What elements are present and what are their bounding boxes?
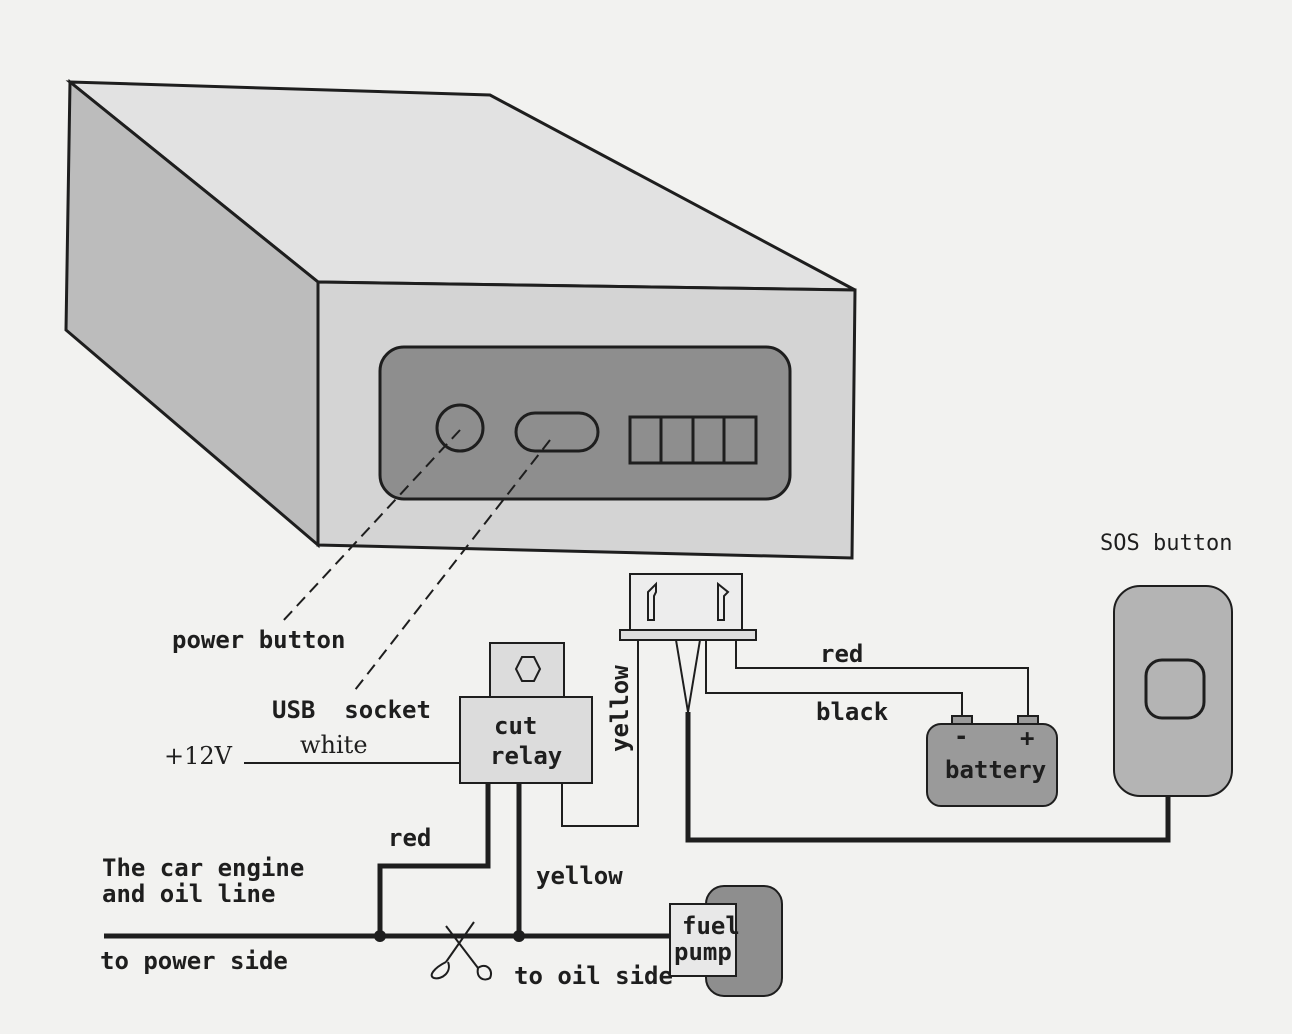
relay-label-cut: cut [494,712,537,740]
white-wire-label: white [300,731,368,759]
black-wire-label: black [816,698,889,726]
battery: - + battery [926,715,1058,807]
cut-relay: cut relay [459,642,593,784]
scissors-icon [430,921,492,981]
battery-label: battery [945,756,1046,784]
usb-socket-label: USB socket [272,696,431,724]
battery-plus-label: + [1020,724,1034,752]
sos-button-body [1113,585,1233,797]
relay-terminal [489,642,565,698]
harness-connector [619,573,757,641]
engine-label-line2: and oil line [102,880,275,908]
usb-socket-leader [354,439,551,691]
plus-12v-label: +12V [164,742,233,770]
power-button-icon [435,403,485,453]
yellow-wire-label-bottom: yellow [536,862,623,890]
black-battery-wire [705,640,963,718]
junction-dot-oil [513,930,525,942]
to-power-side-label: to power side [100,947,288,975]
tracker-device [64,78,857,560]
yellow-signal-wire [561,640,639,827]
fuel-pump-box [669,903,737,977]
sos-wire-split [675,639,701,713]
sos-button [1113,585,1233,797]
junction-dot-power [374,930,386,942]
battery-body [926,723,1058,807]
status-leds [628,415,758,465]
sos-button-label: SOS button [1100,531,1232,556]
to-oil-side-label: to oil side [514,962,673,990]
relay-body [459,696,593,784]
power-button-label: power button [172,626,345,654]
pump-label: pump [674,938,732,966]
relay-nut-icon [514,656,542,682]
power-button-leader [281,429,461,623]
red-relay-wire [377,783,491,936]
fuel-label: fuel [682,912,740,940]
yellow-vertical-label: yellow [606,665,634,752]
sos-button-key-icon [1144,658,1206,720]
red-wire-label-left: red [388,824,431,852]
relay-label-relay: relay [490,742,562,770]
battery-minus-label: - [954,722,968,750]
fuel-pump: fuel pump [669,885,783,997]
sos-wire [685,712,1171,843]
engine-label-line1: The car engine [102,854,304,882]
red-wire-label-top: red [820,640,863,668]
red-battery-wire [735,640,1029,718]
usb-socket-icon [514,411,600,453]
